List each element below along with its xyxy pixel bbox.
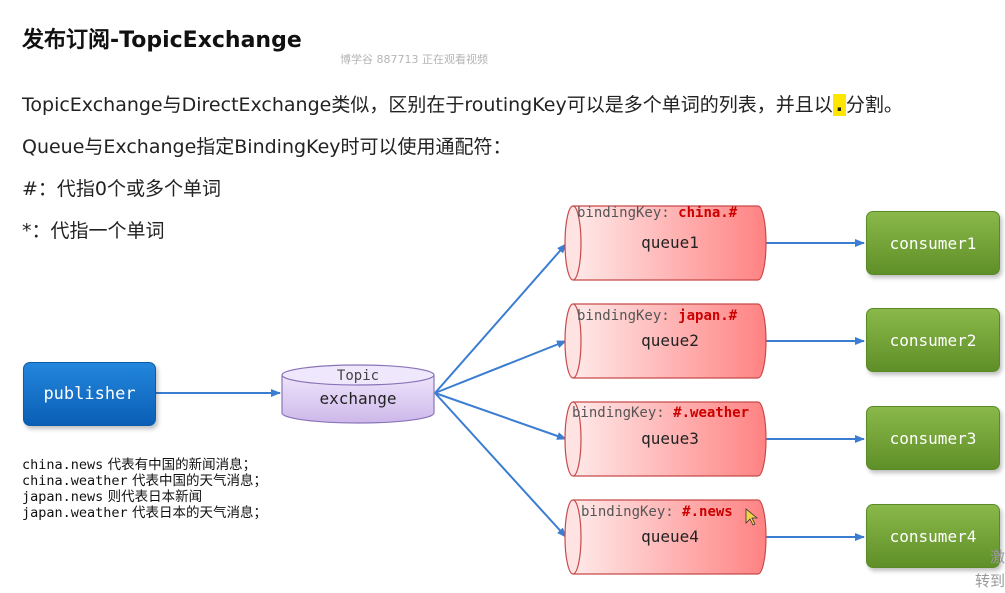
queue2-label: queue2 [641, 331, 699, 350]
queue3-binding-label: bindingKey: #.weather [572, 405, 749, 421]
publisher-node: publisher [23, 362, 156, 426]
page-title: 发布订阅-TopicExchange [22, 28, 302, 53]
mouse-cursor-icon [745, 508, 759, 526]
queue-node-4: bindingKey: #.news queue4 [564, 499, 767, 575]
routing-example-2: china.weather 代表中国的天气消息； [22, 473, 267, 489]
routing-example-4: japan.weather 代表日本的天气消息； [22, 505, 267, 521]
queue-node-1: bindingKey: china.# queue1 [564, 205, 767, 281]
intro-line-4: *：代指一个单词 [22, 220, 165, 242]
routing-key: japan.weather [22, 505, 128, 521]
intro-line-3: #：代指0个或多个单词 [22, 178, 222, 200]
arrow-exchange-queue4 [434, 392, 567, 538]
queue1-label: queue1 [641, 233, 699, 252]
queue4-label: queue4 [641, 527, 699, 546]
intro-line-1-text: TopicExchange与DirectExchange类似，区别在于routi… [22, 94, 833, 116]
arrow-exchange-queue3 [434, 392, 567, 440]
routing-desc: 则代表日本新闻 [103, 489, 203, 505]
routing-desc: 代表中国的天气消息； [127, 473, 267, 489]
routing-key: china.news [22, 457, 104, 473]
dot-highlight: . [832, 94, 846, 116]
exchange-type-label: Topic [337, 368, 379, 384]
corner-overlay-text-2: 转到 [974, 572, 1005, 590]
routing-desc: 代表有中国的新闻消息； [103, 457, 257, 473]
viewer-watermark: 博学谷 887713 正在观看视频 [340, 53, 488, 66]
routing-key-examples: china.news 代表有中国的新闻消息； china.weather 代表中… [22, 457, 267, 521]
routing-key: japan.news [22, 489, 104, 505]
consumer-node-2: consumer2 [866, 308, 1000, 372]
queue-node-3: bindingKey: #.weather queue3 [564, 401, 767, 477]
arrow-exchange-queue2 [434, 340, 567, 394]
routing-example-3: japan.news 则代表日本新闻 [22, 489, 267, 505]
arrow-exchange-queue1 [434, 243, 567, 394]
exchange-label: exchange [319, 389, 396, 408]
intro-line-2: Queue与Exchange指定BindingKey时可以使用通配符： [22, 136, 512, 158]
intro-line-1: TopicExchange与DirectExchange类似，区别在于routi… [22, 90, 903, 117]
queue4-binding-label: bindingKey: #.news [581, 504, 733, 520]
corner-overlay-text-1: 激 [989, 548, 1005, 566]
consumer-node-3: consumer3 [866, 406, 1000, 470]
routing-desc: 代表日本的天气消息； [127, 505, 267, 521]
intro-line-1-tail: 分割。 [845, 94, 903, 116]
routing-example-1: china.news 代表有中国的新闻消息； [22, 457, 267, 473]
routing-key: china.weather [22, 473, 128, 489]
exchange-node: Topic exchange [281, 364, 435, 424]
consumer-node-1: consumer1 [866, 211, 1000, 275]
queue1-binding-label: bindingKey: china.# [577, 205, 738, 221]
queue2-binding-label: bindingKey: japan.# [577, 308, 738, 324]
queue3-label: queue3 [641, 429, 699, 448]
consumer-node-4: consumer4 [866, 504, 1000, 568]
queue-node-2: bindingKey: japan.# queue2 [564, 303, 767, 379]
